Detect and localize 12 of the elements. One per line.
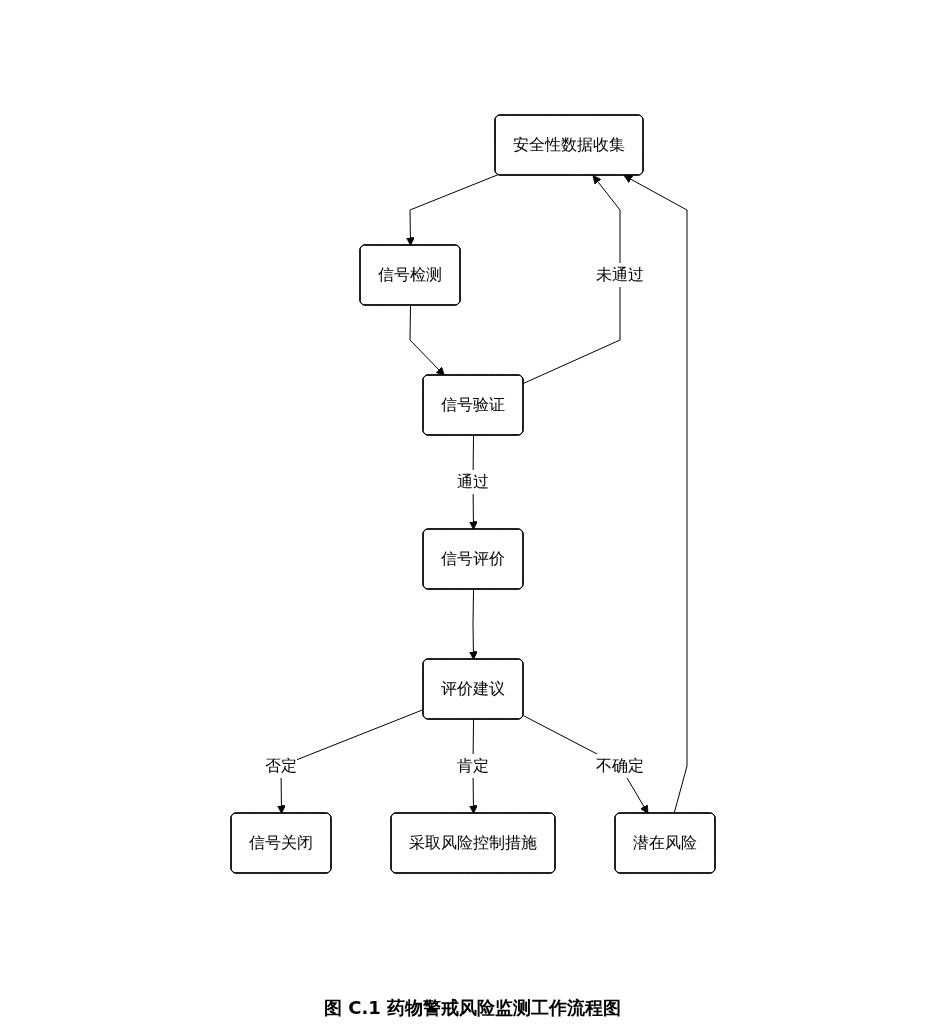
edge-label: 通过 bbox=[456, 472, 489, 491]
edge-label: 不确定 bbox=[595, 756, 644, 775]
arrow bbox=[623, 175, 687, 814]
figure-caption: 图 C.1 药物警戒风险监测工作流程图 bbox=[323, 996, 622, 1020]
edge-label: 肯定 bbox=[456, 756, 489, 775]
edge-label: 否定 bbox=[264, 756, 297, 775]
arrow bbox=[409, 305, 445, 376]
edge-label: 未通过 bbox=[595, 265, 644, 284]
arrow bbox=[522, 715, 648, 814]
arrow bbox=[405, 174, 498, 246]
arrow bbox=[522, 175, 620, 384]
arrow bbox=[468, 589, 478, 660]
